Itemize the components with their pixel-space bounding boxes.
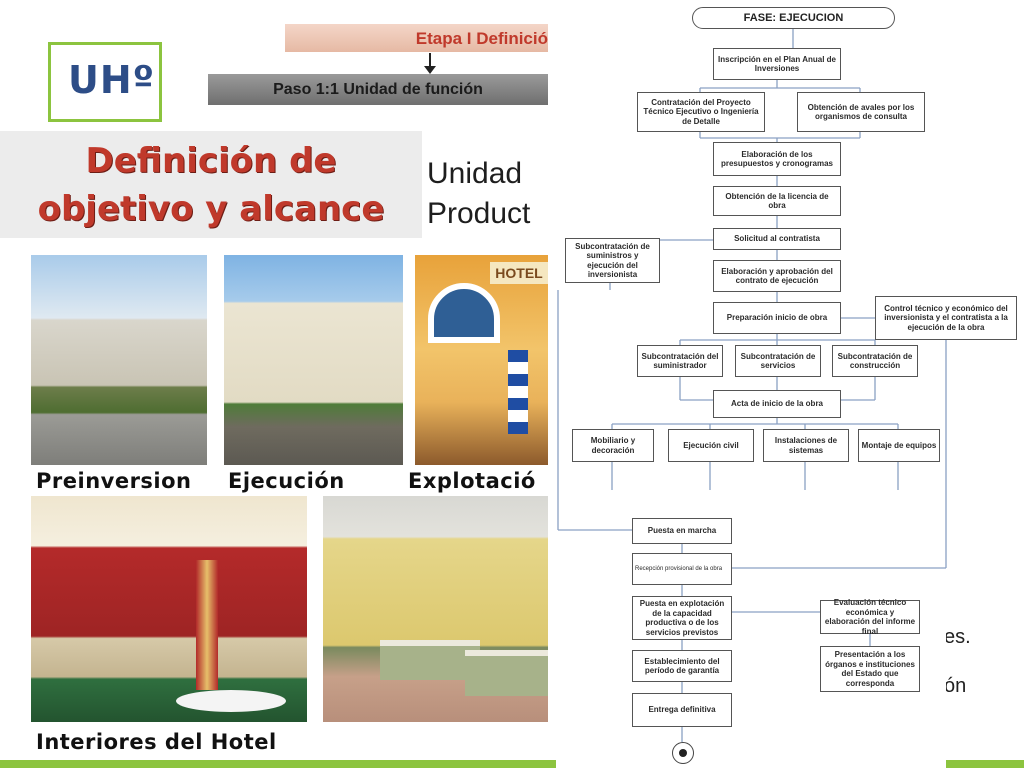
flow-node-acta: Acta de inicio de la obra (713, 390, 841, 418)
etapa-label: Etapa I Definició (415, 29, 548, 48)
flow-node-mobiliario: Mobiliario y decoración (572, 429, 654, 462)
flow-node-instalaciones: Instalaciones de sistemas (763, 429, 849, 462)
arrow-down-icon (429, 53, 431, 68)
flow-node-sub-suministrador: Subcontratación del suministrador (637, 345, 723, 377)
flow-node-contratacion: Contratación del Proyecto Técnico Ejecut… (637, 92, 765, 132)
subtitle-line1: Unidad (427, 157, 523, 190)
flow-node-evaluacion: Evaluación técnico económica y elaboraci… (820, 598, 920, 636)
paso-banner: Paso 1:1 Unidad de función (208, 74, 548, 105)
flow-node-presentacion: Presentación a los órganos e institucion… (820, 646, 920, 692)
side-text-2: ón (944, 675, 967, 697)
flow-node-puesta-explotacion: Puesta en explotación de la capacidad pr… (632, 596, 732, 640)
page-title-line1: Definición de (85, 141, 337, 181)
flag-icon (508, 350, 528, 434)
flow-node-recepcion: Recepción provisional de la obra (632, 553, 732, 585)
restaurant-table (176, 690, 286, 712)
photo-ejecucion (224, 255, 403, 465)
bed-left (380, 640, 480, 680)
page-title: Definición de objetivo y alcance (0, 137, 422, 233)
flow-node-sub-servicios: Subcontratación de servicios (735, 345, 821, 377)
restaurant-pillar (196, 560, 218, 690)
flow-node-montaje: Montaje de equipos (858, 429, 940, 462)
caption-explotacion: Explotació (408, 469, 536, 493)
footer-bar (0, 760, 1024, 768)
subtitle-line2: Product (427, 197, 531, 230)
flow-node-entrega: Entrega definitiva (632, 693, 732, 727)
flow-node-preparacion: Preparación inicio de obra (713, 302, 841, 334)
caption-preinversion: Preinversion (36, 469, 192, 493)
flow-node-recepcion-label: Recepción provisional de la obra (635, 565, 723, 572)
caption-ejecucion: Ejecución (228, 469, 345, 493)
flow-node-solicitud: Solicitud al contratista (713, 228, 841, 250)
flow-node-licencia: Obtención de la licencia de obra (713, 186, 841, 216)
flow-phase-title: FASE: EJECUCION (692, 7, 895, 29)
flow-node-sub-construccion: Subcontratación de construcción (832, 345, 918, 377)
paso-label: Paso 1:1 Unidad de función (273, 81, 483, 98)
photo-explotacion (415, 255, 548, 465)
flow-node-control: Control técnico y económico del inversio… (875, 296, 1017, 340)
logo: UHº (68, 58, 156, 102)
flow-node-puesta-marcha: Puesta en marcha (632, 518, 732, 544)
flow-node-inscripcion: Inscripción en el Plan Anual de Inversio… (713, 48, 841, 80)
photo-preinversion (31, 255, 207, 465)
flow-node-garantia: Establecimiento del período de garantía (632, 650, 732, 682)
flow-end-dot-icon (679, 749, 687, 757)
flow-node-elaboracion-contrato: Elaboración y aprobación del contrato de… (713, 260, 841, 292)
bed-right (465, 650, 548, 696)
flow-node-presupuestos: Elaboración de los presupuestos y cronog… (713, 142, 841, 176)
flow-node-subcontratacion-suministros: Subcontratación de suministros y ejecuci… (565, 238, 660, 283)
etapa-banner: Etapa I Definició (285, 24, 548, 52)
photo-interior-restaurant (31, 496, 307, 722)
hotel-window-arch (428, 283, 500, 343)
logo-frame (48, 42, 162, 122)
title-background (0, 131, 422, 238)
flow-node-civil: Ejecución civil (668, 429, 754, 462)
caption-interiores: Interiores del Hotel (36, 730, 277, 754)
flow-node-avales: Obtención de avales por los organismos d… (797, 92, 925, 132)
arrow-head-icon (424, 66, 436, 74)
hotel-sign: HOTEL (490, 262, 548, 284)
side-text-1: es. (944, 626, 971, 648)
page-title-line2: objetivo y alcance (37, 189, 385, 229)
